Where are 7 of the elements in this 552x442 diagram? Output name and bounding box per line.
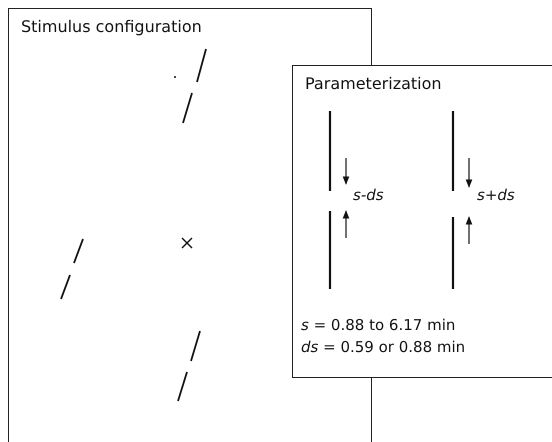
panel-title: Stimulus configuration [21, 17, 202, 36]
parameter-note: ds = 0.59 or 0.88 min [301, 338, 466, 356]
panel [292, 65, 552, 378]
panel-title: Parameterization [305, 74, 442, 93]
parameter-note: s = 0.88 to 6.17 min [301, 316, 456, 334]
gap-label: s+ds [477, 186, 515, 204]
gap-label: s-ds [353, 186, 384, 204]
